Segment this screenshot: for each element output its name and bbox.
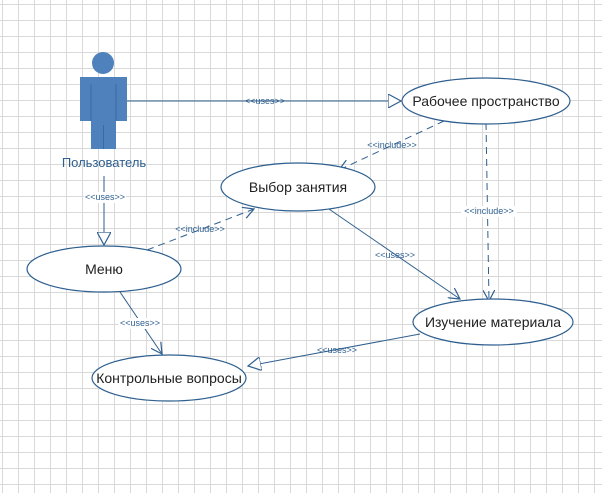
stereotype-label: <<uses>> [85, 192, 125, 202]
stereotype-label: <<uses>> [375, 250, 415, 260]
user-icon [80, 52, 127, 149]
use-case-lesson-choice[interactable]: Выбор занятия [220, 162, 376, 212]
use-case-workspace[interactable]: Рабочее пространство [401, 77, 571, 125]
use-case-label: Рабочее пространство [412, 93, 559, 109]
stereotype-label: <<include>> [464, 206, 514, 216]
relation-workspace-lesson[interactable]: <<include>> [339, 120, 445, 170]
use-case-quiz[interactable]: Контрольные вопросы [91, 354, 247, 402]
use-case-label: Меню [85, 261, 123, 277]
relation-menu-lesson[interactable]: <<include>> [146, 209, 254, 251]
relation-study-quiz[interactable]: <<uses>> [248, 333, 421, 366]
relation-workspace-study[interactable]: <<include>> [461, 122, 517, 301]
use-case-study[interactable]: Изучение материала [412, 298, 574, 346]
actor-label: Пользователь [62, 155, 147, 170]
relation-actor-menu[interactable]: <<uses>> [84, 176, 126, 245]
stereotype-label: <<include>> [367, 140, 417, 150]
use-case-label: Контрольные вопросы [96, 370, 242, 386]
use-case-label: Изучение материала [425, 314, 561, 330]
stereotype-label: <<uses>> [245, 96, 285, 106]
relation-lesson-study[interactable]: <<uses>> [325, 206, 460, 299]
stereotype-label: <<uses>> [317, 345, 357, 355]
use-case-menu[interactable]: Меню [26, 245, 182, 293]
relation-actor-workspace[interactable]: <<uses>> [127, 96, 401, 106]
use-case-label: Выбор занятия [249, 179, 347, 195]
relation-menu-quiz[interactable]: <<uses>> [118, 291, 162, 354]
stereotype-label: <<include>> [175, 224, 225, 234]
actor-user[interactable]: Пользователь [62, 52, 147, 170]
stereotype-label: <<uses>> [120, 318, 160, 328]
